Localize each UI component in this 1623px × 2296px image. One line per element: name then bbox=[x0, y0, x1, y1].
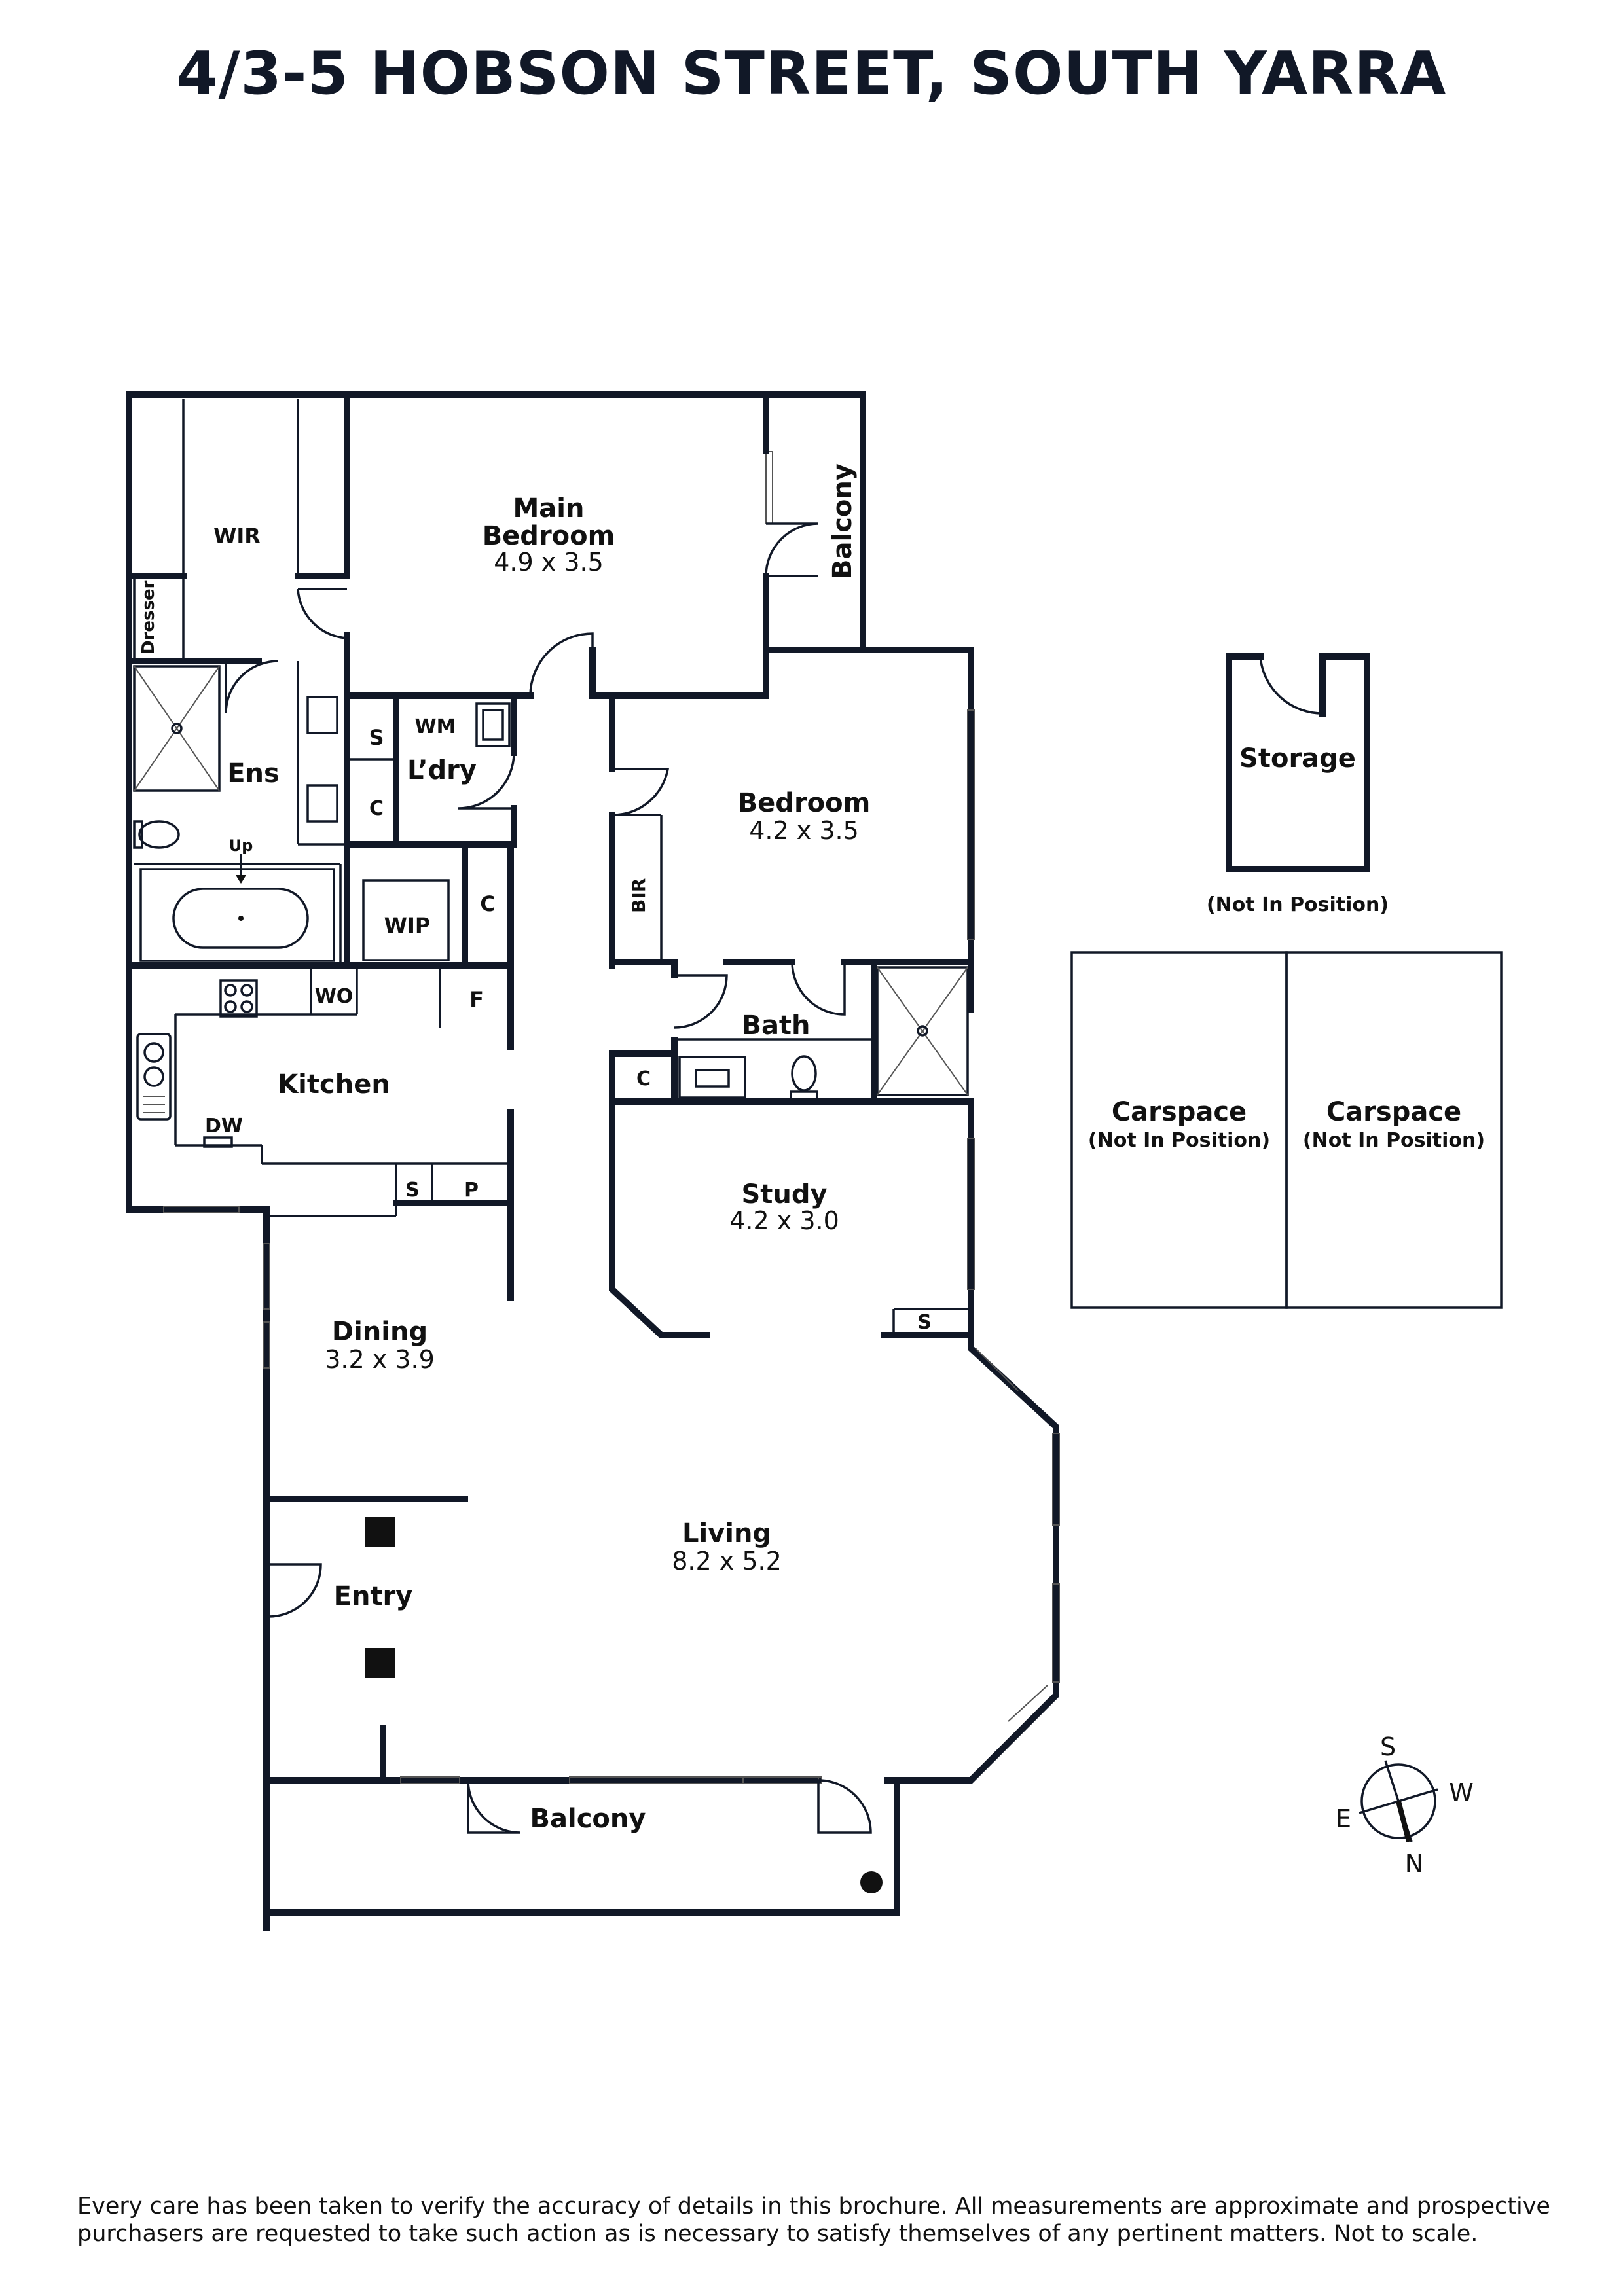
label-carspace-2-note: (Not In Position) bbox=[1303, 1129, 1485, 1152]
labels: WIR Dresser Main Bedroom 4.9 x 3.5 Balco… bbox=[139, 463, 1485, 1878]
label-main-bedroom-1: Main bbox=[513, 493, 585, 524]
label-wo: WO bbox=[315, 985, 354, 1008]
label-laundry: L’dry bbox=[407, 755, 477, 785]
label-balcony-top: Balcony bbox=[828, 463, 858, 579]
storage-unit bbox=[1226, 653, 1370, 872]
label-living-dim: 8.2 x 5.2 bbox=[672, 1547, 782, 1575]
interior-walls bbox=[126, 391, 974, 1784]
label-carspace-2: Carspace bbox=[1326, 1097, 1461, 1127]
label-dresser: Dresser bbox=[139, 580, 158, 655]
disclaimer: Every care has been taken to verify the … bbox=[77, 2193, 1550, 2247]
label-wm: WM bbox=[415, 715, 456, 738]
page-title: 4/3-5 HOBSON STREET, SOUTH YARRA bbox=[176, 39, 1447, 108]
label-s-kitchen: S bbox=[405, 1179, 420, 1202]
label-c-bath: C bbox=[636, 1067, 651, 1090]
column-upper bbox=[365, 1517, 395, 1547]
label-bath: Bath bbox=[741, 1011, 810, 1041]
label-main-bedroom-2: Bedroom bbox=[483, 521, 615, 551]
label-bedroom-dim: 4.2 x 3.5 bbox=[749, 816, 859, 845]
carspaces bbox=[1070, 951, 1503, 1309]
label-ens: Ens bbox=[227, 759, 280, 789]
label-s-laundry: S bbox=[369, 725, 384, 750]
label-carspace-1: Carspace bbox=[1112, 1097, 1247, 1127]
fixtures bbox=[133, 665, 928, 1148]
label-entry: Entry bbox=[334, 1581, 413, 1611]
label-wip: WIP bbox=[384, 913, 431, 938]
label-c-laundry: C bbox=[369, 797, 384, 820]
label-c-wip: C bbox=[480, 891, 495, 916]
label-main-bedroom-dim: 4.9 x 3.5 bbox=[494, 548, 604, 577]
balcony-post bbox=[860, 1871, 883, 1893]
compass bbox=[1359, 1760, 1438, 1842]
label-f: F bbox=[469, 987, 484, 1012]
label-kitchen: Kitchen bbox=[278, 1069, 390, 1100]
label-balcony-bottom: Balcony bbox=[530, 1804, 646, 1834]
column-lower bbox=[365, 1648, 395, 1678]
label-wir: WIR bbox=[213, 524, 261, 548]
label-p-kitchen: P bbox=[464, 1179, 479, 1202]
doors bbox=[225, 522, 872, 1834]
label-study: Study bbox=[741, 1179, 827, 1210]
label-storage: Storage bbox=[1239, 744, 1356, 774]
label-bedroom: Bedroom bbox=[738, 788, 871, 818]
label-dw: DW bbox=[205, 1115, 243, 1138]
label-bir: BIR bbox=[628, 878, 649, 913]
label-dining-dim: 3.2 x 3.9 bbox=[325, 1345, 435, 1374]
label-living: Living bbox=[682, 1518, 771, 1549]
exterior-walls bbox=[126, 391, 1059, 1931]
label-up: Up bbox=[229, 836, 253, 855]
compass-s: S bbox=[1380, 1732, 1396, 1761]
compass-e: E bbox=[1336, 1804, 1351, 1833]
compass-n: N bbox=[1405, 1849, 1423, 1878]
label-study-dim: 4.2 x 3.0 bbox=[729, 1206, 839, 1235]
label-carspace-1-note: (Not In Position) bbox=[1088, 1129, 1270, 1152]
label-storage-note: (Not In Position) bbox=[1207, 893, 1389, 916]
label-dining: Dining bbox=[332, 1317, 428, 1347]
compass-w: W bbox=[1449, 1778, 1474, 1807]
label-s-study: S bbox=[917, 1311, 932, 1334]
